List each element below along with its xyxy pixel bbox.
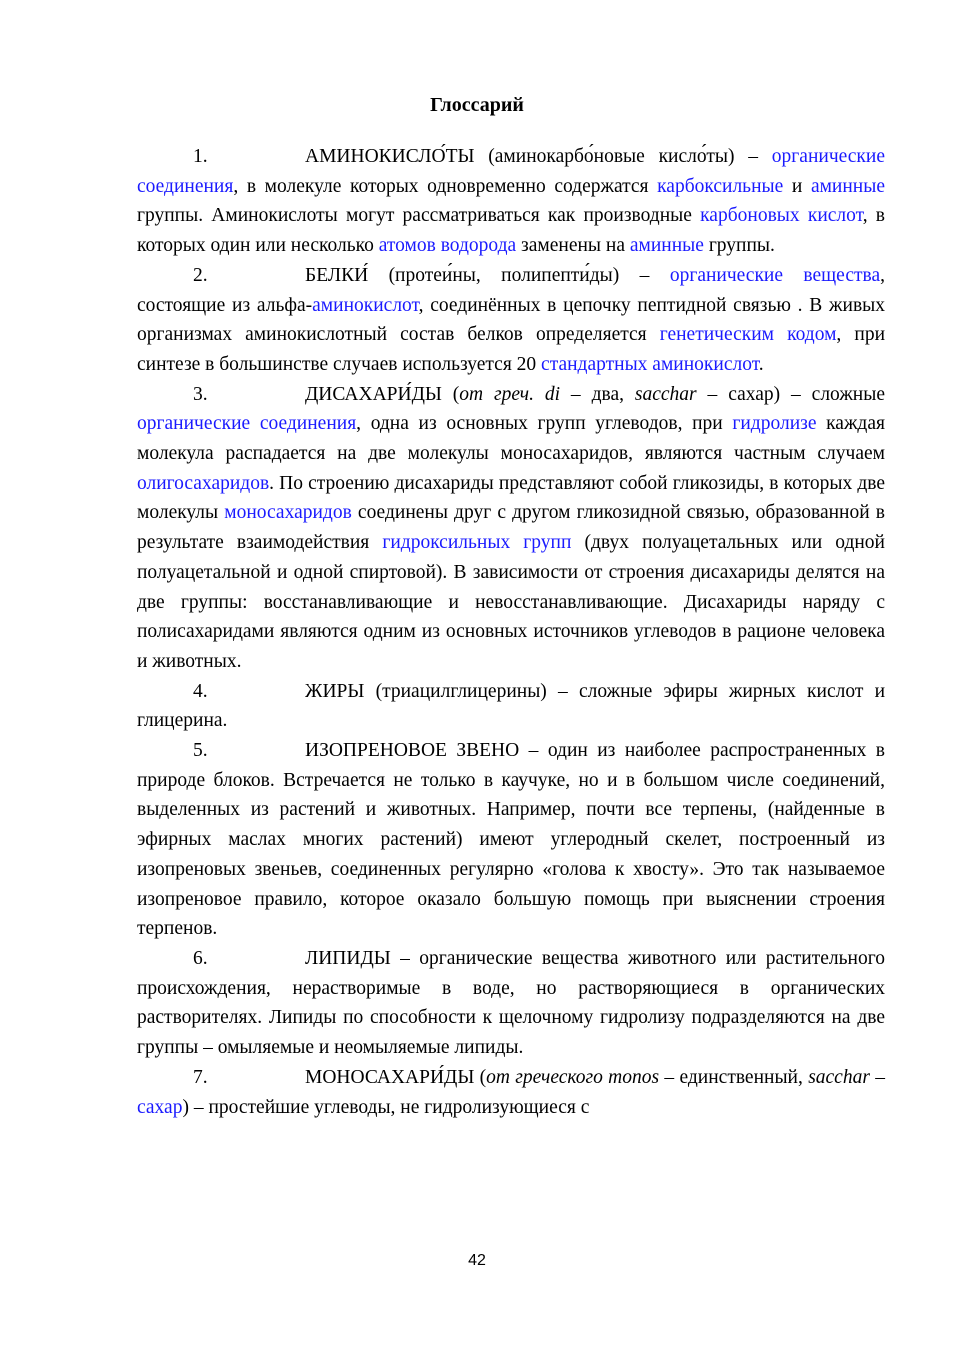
glossary-link[interactable]: моносахаридов <box>224 502 352 524</box>
glossary-link[interactable]: генетическим кодом <box>659 324 837 346</box>
entry-text: , в молекуле которых одновременно содерж… <box>233 175 658 197</box>
glossary-link[interactable]: карбоксильные <box>657 175 784 197</box>
glossary-link[interactable]: атомов водорода <box>378 235 517 257</box>
glossary-link[interactable]: гидролизе <box>732 413 817 435</box>
glossary-link[interactable]: карбоновых кислот <box>700 205 863 227</box>
entry-text: , при синтезе в большинстве случаев испо… <box>137 324 886 375</box>
entry-number: 6. <box>193 947 208 969</box>
entry-text: – сахар) – сложные <box>696 383 885 405</box>
entry-text: , соединённых в цепочку пептидной связью… <box>137 294 886 346</box>
entry-text: – <box>869 1066 885 1088</box>
glossary-entry: 3. ДИСАХАРИ́ДЫ (от греч. di – два, saccha… <box>137 380 885 677</box>
entry-text: , состоящие из альфа- <box>137 264 885 316</box>
entry-text: ЖИРЫ (триацилглицерины) – сложные эфиры … <box>137 680 885 732</box>
entry-number: 1. <box>193 146 208 167</box>
italic-text: от греческого monos <box>486 1066 660 1088</box>
glossary-body: 1. АМИНОКИСЛО́ТЫ (аминокарбо́новые кисло́… <box>137 142 885 1122</box>
entry-text: и <box>783 175 811 197</box>
italic-text: sacchar <box>808 1066 870 1088</box>
entry-text: БЕЛКИ́ (протеи́ны, полипепти́ды) – <box>305 264 670 286</box>
page-number: 42 <box>468 1252 486 1269</box>
entry-text: , в которых один или несколько <box>137 205 885 257</box>
entry-text: – два, <box>560 383 635 405</box>
entry-text: МОНОСАХАРИ́ДЫ ( <box>305 1066 487 1088</box>
glossary-link[interactable]: органические соединения <box>137 413 357 435</box>
entry-number: 5. <box>193 740 208 762</box>
entry-text: , одна из основных групп углеводов, при <box>356 413 733 435</box>
italic-text: sacchar <box>634 383 697 405</box>
entry-text: каждая молекула распадается на две молек… <box>137 413 885 465</box>
glossary-entry: 5.ИЗОПРЕНОВОЕ ЗВЕНО – один из наиболее р… <box>137 736 885 944</box>
entry-text: (двух полуацетальных или одной полуацета… <box>137 532 885 672</box>
entry-text: ДИСАХАРИ́ДЫ ( <box>305 383 460 405</box>
entry-text: ЛИПИДЫ – органические вещества животного… <box>137 947 885 1059</box>
glossary-link[interactable]: стандартных аминокислот <box>541 353 759 375</box>
entry-text: . <box>758 353 764 375</box>
glossary-link[interactable]: гидроксильных групп <box>382 532 572 554</box>
entry-text: группы. Аминокислоты могут рассматривать… <box>137 205 701 227</box>
page-title: Глоссарий <box>430 94 524 116</box>
entry-number: 4. <box>193 680 208 702</box>
entry-text: заменены на <box>516 235 630 257</box>
glossary-entry: 7. МОНОСАХАРИ́ДЫ (от греческого monos – е… <box>137 1063 885 1122</box>
glossary-link[interactable]: органические вещества <box>669 264 881 286</box>
entry-number: 2. <box>193 264 208 286</box>
glossary-link[interactable]: органические соединения <box>137 146 885 197</box>
entry-text: ИЗОПРЕНОВОЕ ЗВЕНО – один из наиболее рас… <box>137 740 885 940</box>
glossary-link[interactable]: аминокислот <box>312 294 419 316</box>
entry-text: – единственный, <box>659 1066 809 1088</box>
glossary-entry: 1. АМИНОКИСЛО́ТЫ (аминокарбо́новые кисло́… <box>137 142 885 261</box>
entry-text: . По строению дисахариды представляют со… <box>137 472 885 524</box>
glossary-entry: 4.ЖИРЫ (триацилглицерины) – сложные эфир… <box>137 677 885 736</box>
italic-text: от греч. di <box>459 383 561 405</box>
glossary-entry: 6.ЛИПИДЫ – органические вещества животно… <box>137 944 885 1063</box>
glossary-link[interactable]: аминные <box>810 175 885 197</box>
entry-number: 7. <box>193 1066 208 1088</box>
entry-number: 3. <box>193 383 208 405</box>
entry-text: ) – простейшие углеводы, не гидролизующи… <box>182 1096 590 1118</box>
entry-text: АМИНОКИСЛО́ТЫ (аминокарбо́новые кисло́ты… <box>305 146 772 167</box>
glossary-link[interactable]: олигосахаридов <box>137 472 270 494</box>
entry-text: соединены друг с другом гликозидной связ… <box>137 502 885 554</box>
glossary-entry: 2. БЕЛКИ́ (протеи́ны, полипепти́ды) – орг… <box>137 261 885 380</box>
glossary-link[interactable]: аминные <box>629 235 704 257</box>
glossary-link[interactable]: сахар <box>137 1096 183 1118</box>
entry-text: группы. <box>703 235 775 257</box>
